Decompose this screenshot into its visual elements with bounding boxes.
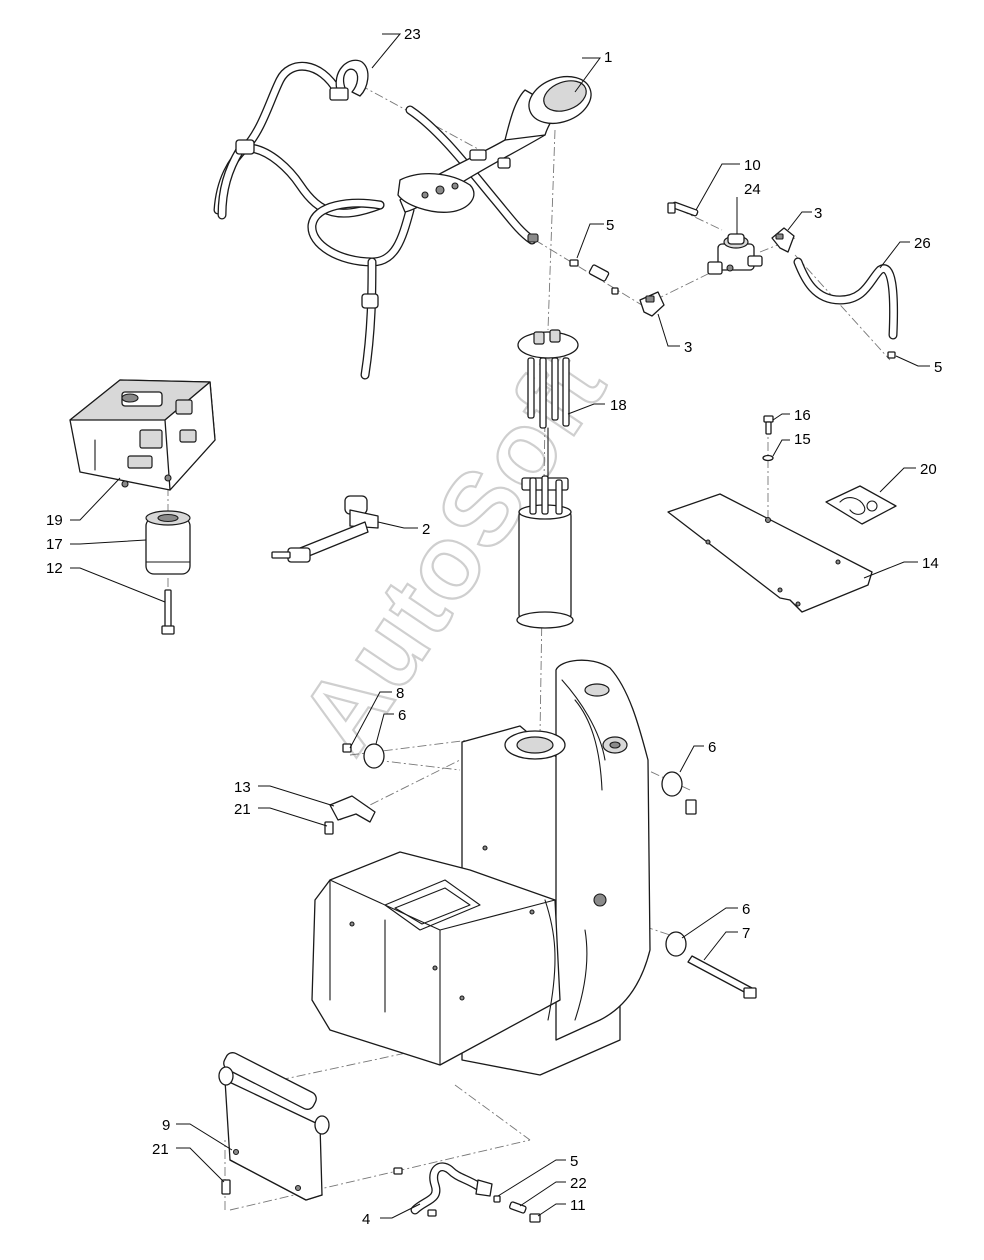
elbow-3-left (639, 291, 665, 317)
callout-4: 4 (362, 1211, 370, 1228)
wiring-harness (213, 61, 539, 380)
bracket-13 (329, 795, 376, 823)
bolt-11 (529, 1213, 541, 1223)
valve-24 (707, 233, 763, 275)
callout-17: 17 (46, 536, 63, 553)
callout-21-upper: 21 (234, 801, 251, 818)
callout-21-lower: 21 (152, 1141, 169, 1158)
callout-22: 22 (570, 1175, 587, 1192)
sensor-2 (271, 495, 379, 563)
callout-16: 16 (794, 407, 811, 424)
callout-26: 26 (914, 235, 931, 252)
elbow-3-right (771, 227, 795, 253)
fitting-5-lower (493, 1195, 501, 1203)
fuel-sender-18 (516, 329, 579, 629)
bolt-8 (342, 743, 352, 753)
plate-14 (667, 493, 873, 613)
screw-16 (763, 415, 774, 435)
callout-3-left: 3 (684, 339, 692, 356)
bracket-9 (218, 1052, 330, 1201)
fuel-filler-neck (397, 75, 592, 213)
callout-6-right-lower: 6 (742, 901, 750, 918)
washer-6-left (363, 743, 385, 769)
callout-5-lower: 5 (570, 1153, 578, 1170)
callout-23: 23 (404, 26, 421, 43)
callout-8: 8 (396, 685, 404, 702)
bolt-7 (687, 955, 757, 999)
washer-6-right-lower (665, 931, 687, 957)
filter-17 (145, 510, 191, 575)
callout-5-right: 5 (934, 359, 942, 376)
hose-26 (793, 257, 899, 359)
callout-14: 14 (922, 555, 939, 572)
callout-5-top: 5 (606, 217, 614, 234)
callout-6-left: 6 (398, 707, 406, 724)
clip-23 (329, 59, 369, 101)
callout-leaders (70, 33, 930, 1219)
callout-3-right: 3 (814, 205, 822, 222)
fuel-tank (311, 659, 651, 1076)
callout-15: 15 (794, 431, 811, 448)
callout-11: 11 (570, 1197, 586, 1214)
callout-6-right-upper: 6 (708, 739, 716, 756)
callout-7: 7 (742, 925, 750, 942)
washer-6-right-upper (661, 771, 697, 815)
decal-20 (825, 485, 897, 525)
callout-24: 24 (744, 181, 761, 198)
callout-19: 19 (46, 512, 63, 529)
callout-20: 20 (920, 461, 937, 478)
bolt-21-lower (221, 1179, 231, 1195)
callout-10: 10 (744, 157, 761, 174)
callout-13: 13 (234, 779, 251, 796)
washer-15 (762, 454, 774, 462)
bolt-21-upper (324, 821, 334, 835)
hose-4 (393, 1162, 493, 1217)
bolt-10 (667, 201, 699, 217)
callout-2: 2 (422, 521, 430, 538)
callout-labels: 23 1 10 24 3 26 5 3 5 18 16 15 20 19 17 … (46, 26, 942, 1228)
bolt-12 (161, 589, 175, 635)
callout-9: 9 (162, 1117, 170, 1134)
callout-1: 1 (604, 49, 612, 66)
callout-18: 18 (610, 397, 627, 414)
fitting-5-top (569, 259, 619, 295)
control-unit-19 (69, 379, 216, 491)
callout-12: 12 (46, 560, 63, 577)
bolt-22 (509, 1201, 527, 1214)
